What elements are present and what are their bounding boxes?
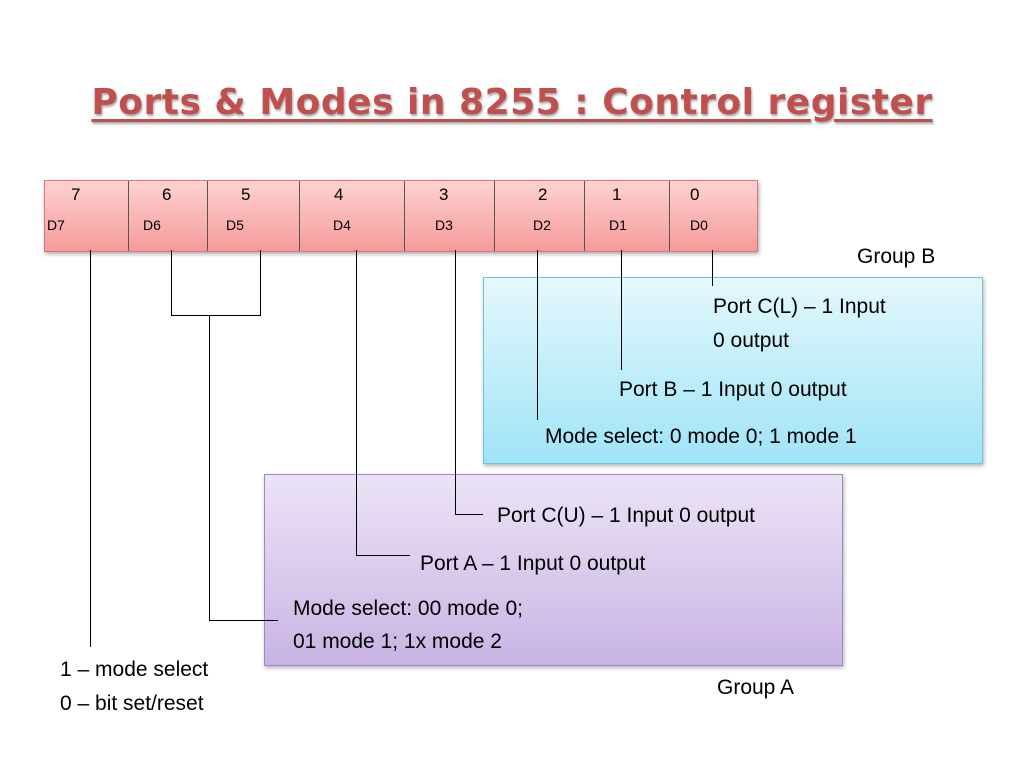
d6-connector-line (171, 250, 172, 316)
d7-mode-select-text: 1 – mode select (60, 658, 209, 681)
group-a-mode-options-text: 01 mode 1; 1x mode 2 (293, 630, 502, 653)
group-b-box (483, 277, 983, 464)
group-b-mode-select-text: Mode select: 0 mode 0; 1 mode 1 (545, 425, 857, 448)
bit-number: 4 (334, 185, 344, 204)
bit-number: 6 (162, 185, 172, 204)
d6-d5-to-mode-line (209, 620, 278, 621)
bit-label: D4 (333, 217, 351, 233)
port-cl-output-text: 0 output (713, 329, 789, 352)
port-cu-text: Port C(U) – 1 Input 0 output (497, 504, 755, 527)
d2-connector-line (537, 250, 538, 420)
bit-label: D5 (226, 217, 244, 233)
d4-connector-line (356, 250, 357, 556)
bit-cell-d7: 7 D7 (45, 181, 128, 251)
slide-title: Ports & Modes in 8255 : Control register (91, 82, 933, 123)
d5-connector-line (260, 250, 261, 316)
bit-label: D0 (690, 217, 708, 233)
bit-label: D1 (609, 217, 627, 233)
group-a-label: Group A (717, 676, 795, 699)
bit-label: D2 (533, 217, 551, 233)
port-a-text: Port A – 1 Input 0 output (420, 552, 646, 575)
bit-cell-d0: 0 D0 (669, 181, 757, 251)
bit-cell-d3: 3 D3 (404, 181, 494, 251)
port-cl-text: Port C(L) – 1 Input (713, 295, 886, 318)
bit-cell-d1: 1 D1 (584, 181, 669, 251)
d1-connector-line (621, 250, 622, 370)
bit-number: 2 (538, 185, 548, 204)
bit-label: D6 (143, 217, 161, 233)
d6-d5-drop-line (209, 315, 210, 621)
bit-number: 3 (439, 185, 449, 204)
d7-connector-line (90, 250, 91, 647)
d6-d5-join-line (171, 315, 261, 316)
bit-label: D3 (435, 217, 453, 233)
d4-to-port-a-line (356, 555, 410, 556)
control-register: 7 D7 6 D6 5 D5 4 D4 3 D3 2 D2 1 D1 0 D0 (44, 180, 758, 252)
d3-connector-line (455, 250, 456, 515)
group-b-label: Group B (857, 245, 936, 268)
bit-number: 5 (241, 185, 251, 204)
port-b-text: Port B – 1 Input 0 output (619, 378, 847, 401)
bit-cell-d6: 6 D6 (128, 181, 207, 251)
bit-cell-d2: 2 D2 (494, 181, 584, 251)
d7-bit-set-reset-text: 0 – bit set/reset (60, 692, 204, 715)
d3-to-port-cu-line (455, 514, 483, 515)
bit-number: 1 (612, 185, 622, 204)
bit-label: D7 (47, 217, 65, 233)
group-a-box (264, 474, 843, 666)
bit-number: 0 (690, 185, 700, 204)
bit-cell-d5: 5 D5 (207, 181, 299, 251)
bit-number: 7 (71, 185, 81, 204)
group-a-mode-select-text: Mode select: 00 mode 0; (293, 597, 523, 620)
d0-connector-line (712, 250, 713, 286)
bit-cell-d4: 4 D4 (299, 181, 404, 251)
